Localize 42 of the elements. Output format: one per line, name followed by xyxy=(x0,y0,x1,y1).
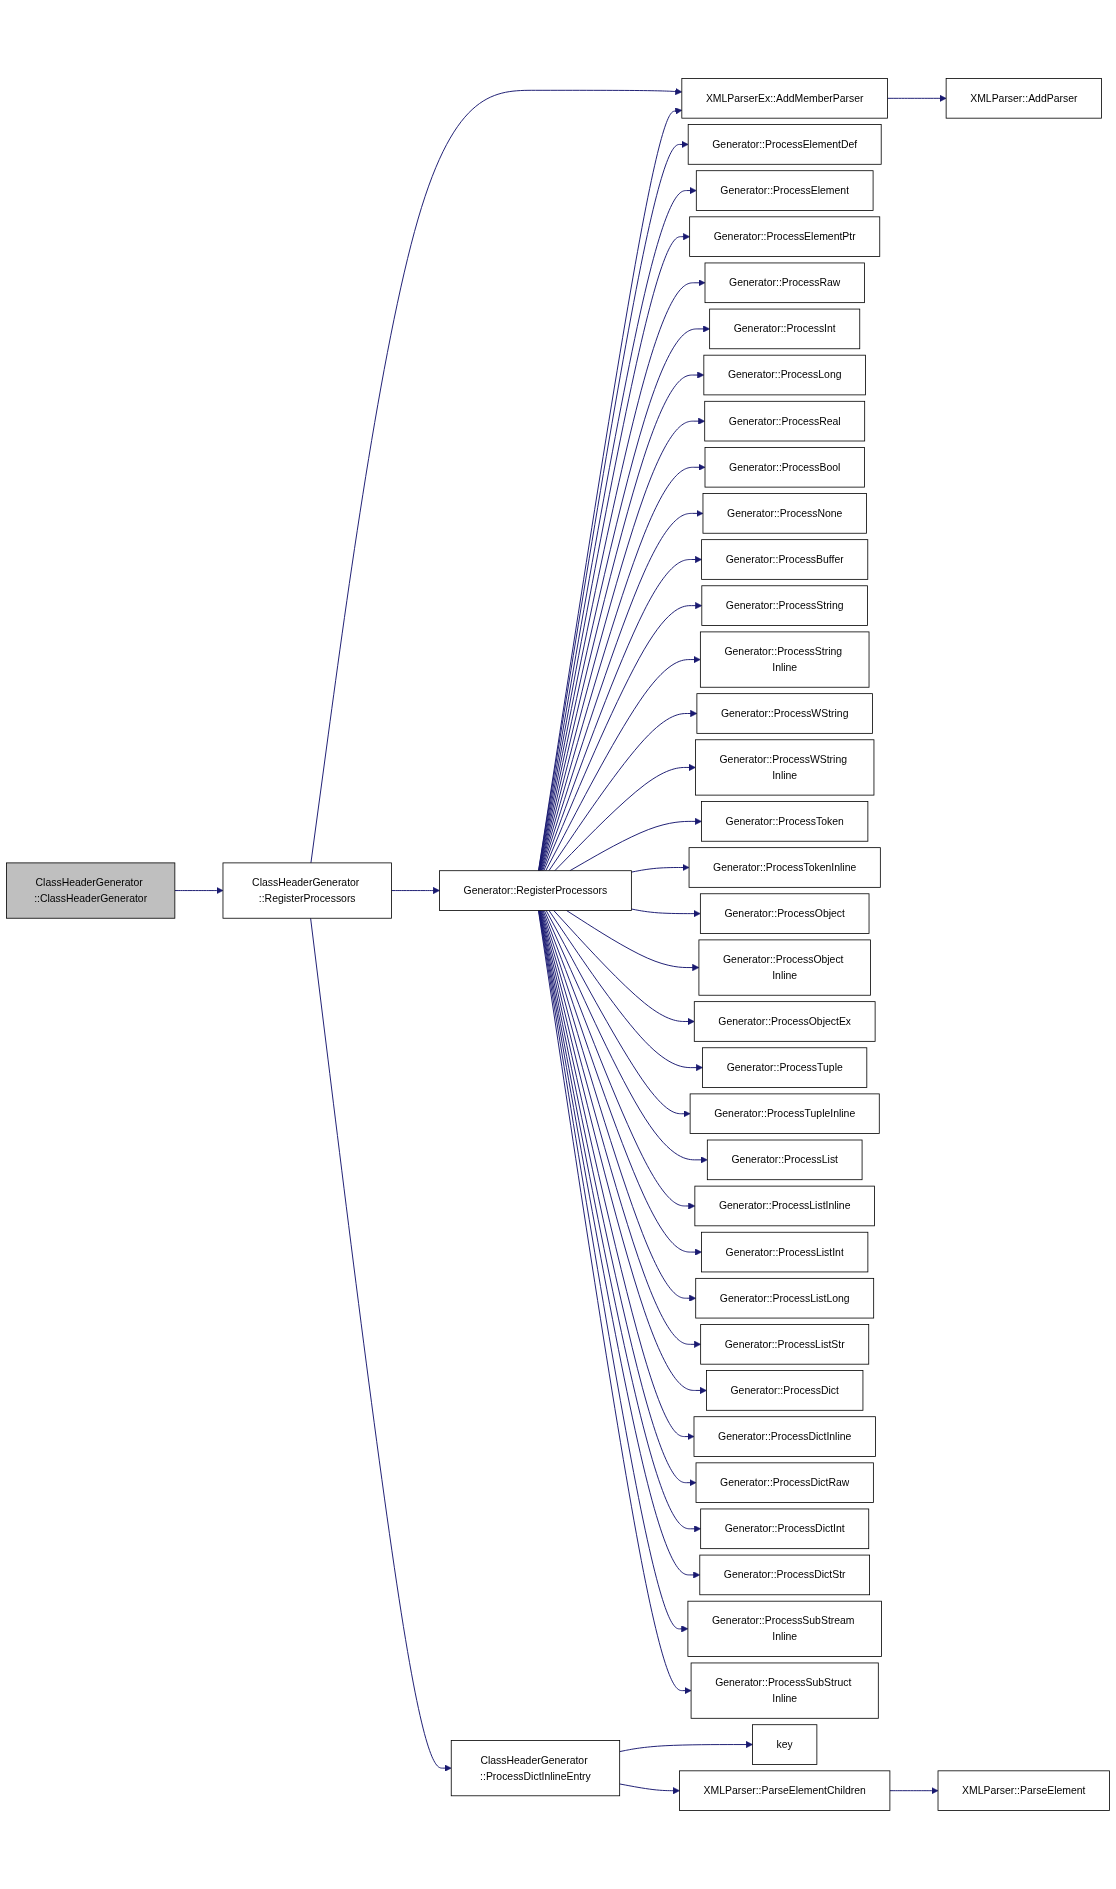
node-box: Generator::ProcessDict xyxy=(706,1370,864,1411)
node-box: Generator::ProcessSubStream Inline xyxy=(687,1600,882,1657)
node-box: Generator::ProcessListLong xyxy=(695,1277,875,1319)
node-box: Generator::ProcessTuple xyxy=(702,1047,868,1088)
node-box: XMLParser::AddParser xyxy=(945,78,1102,119)
node-box: Generator::ProcessDictStr xyxy=(699,1554,870,1596)
node-box: ClassHeaderGenerator ::ClassHeaderGenerator xyxy=(6,862,176,919)
node-box: Generator::ProcessObject xyxy=(699,893,870,934)
node-box: XMLParserEx::AddMemberParser xyxy=(681,78,888,119)
node-box: Generator::ProcessElementDef xyxy=(687,124,882,165)
node-box: Generator::ProcessBool xyxy=(704,447,865,488)
node-box: XMLParser::ParseElement xyxy=(937,1770,1110,1811)
node-box: XMLParser::ParseElementChildren xyxy=(679,1770,891,1811)
node-box: Generator::ProcessBuffer xyxy=(701,539,869,580)
node-box: Generator::ProcessDictInt xyxy=(700,1508,870,1550)
node-box: Generator::ProcessToken xyxy=(701,801,869,842)
node-box: Generator::ProcessRaw xyxy=(704,262,865,304)
node-box: Generator::ProcessWString xyxy=(696,693,873,734)
node-box: Generator::ProcessListStr xyxy=(700,1324,870,1365)
node-box: ClassHeaderGenerator ::RegisterProcessors xyxy=(222,862,392,919)
node-box: Generator::ProcessElementPtr xyxy=(689,216,881,257)
node-box: key xyxy=(752,1724,818,1765)
node-box: Generator::ProcessString xyxy=(701,585,868,626)
node-box: Generator::ProcessString Inline xyxy=(699,631,870,688)
node-box: Generator::ProcessDictRaw xyxy=(695,1462,874,1503)
node-box: Generator::ProcessSubStruct Inline xyxy=(690,1662,879,1719)
node-box: Generator::ProcessObjectEx xyxy=(693,1001,876,1042)
node-box: ClassHeaderGenerator ::ProcessDictInlineEntry xyxy=(450,1740,621,1797)
node-box: Generator::ProcessWString Inline xyxy=(695,739,875,796)
node-box: Generator::ProcessNone xyxy=(702,493,867,534)
node-box: Generator::ProcessObject Inline xyxy=(698,939,871,996)
node-box: Generator::ProcessReal xyxy=(704,400,866,442)
node-box: Generator::ProcessTupleInline xyxy=(689,1093,880,1134)
node-box: Generator::ProcessElement xyxy=(695,170,874,211)
node-box: Generator::ProcessListInline xyxy=(694,1185,875,1227)
node-box: Generator::ProcessListInt xyxy=(701,1231,869,1273)
node-box: Generator::ProcessList xyxy=(706,1139,863,1181)
node-box: Generator::ProcessDictInline xyxy=(693,1416,876,1457)
node-box: Generator::ProcessTokenInline xyxy=(688,847,881,888)
node-box: Generator::RegisterProcessors xyxy=(439,870,632,911)
node-box: Generator::ProcessLong xyxy=(703,354,866,396)
node-box: Generator::ProcessInt xyxy=(709,308,861,350)
